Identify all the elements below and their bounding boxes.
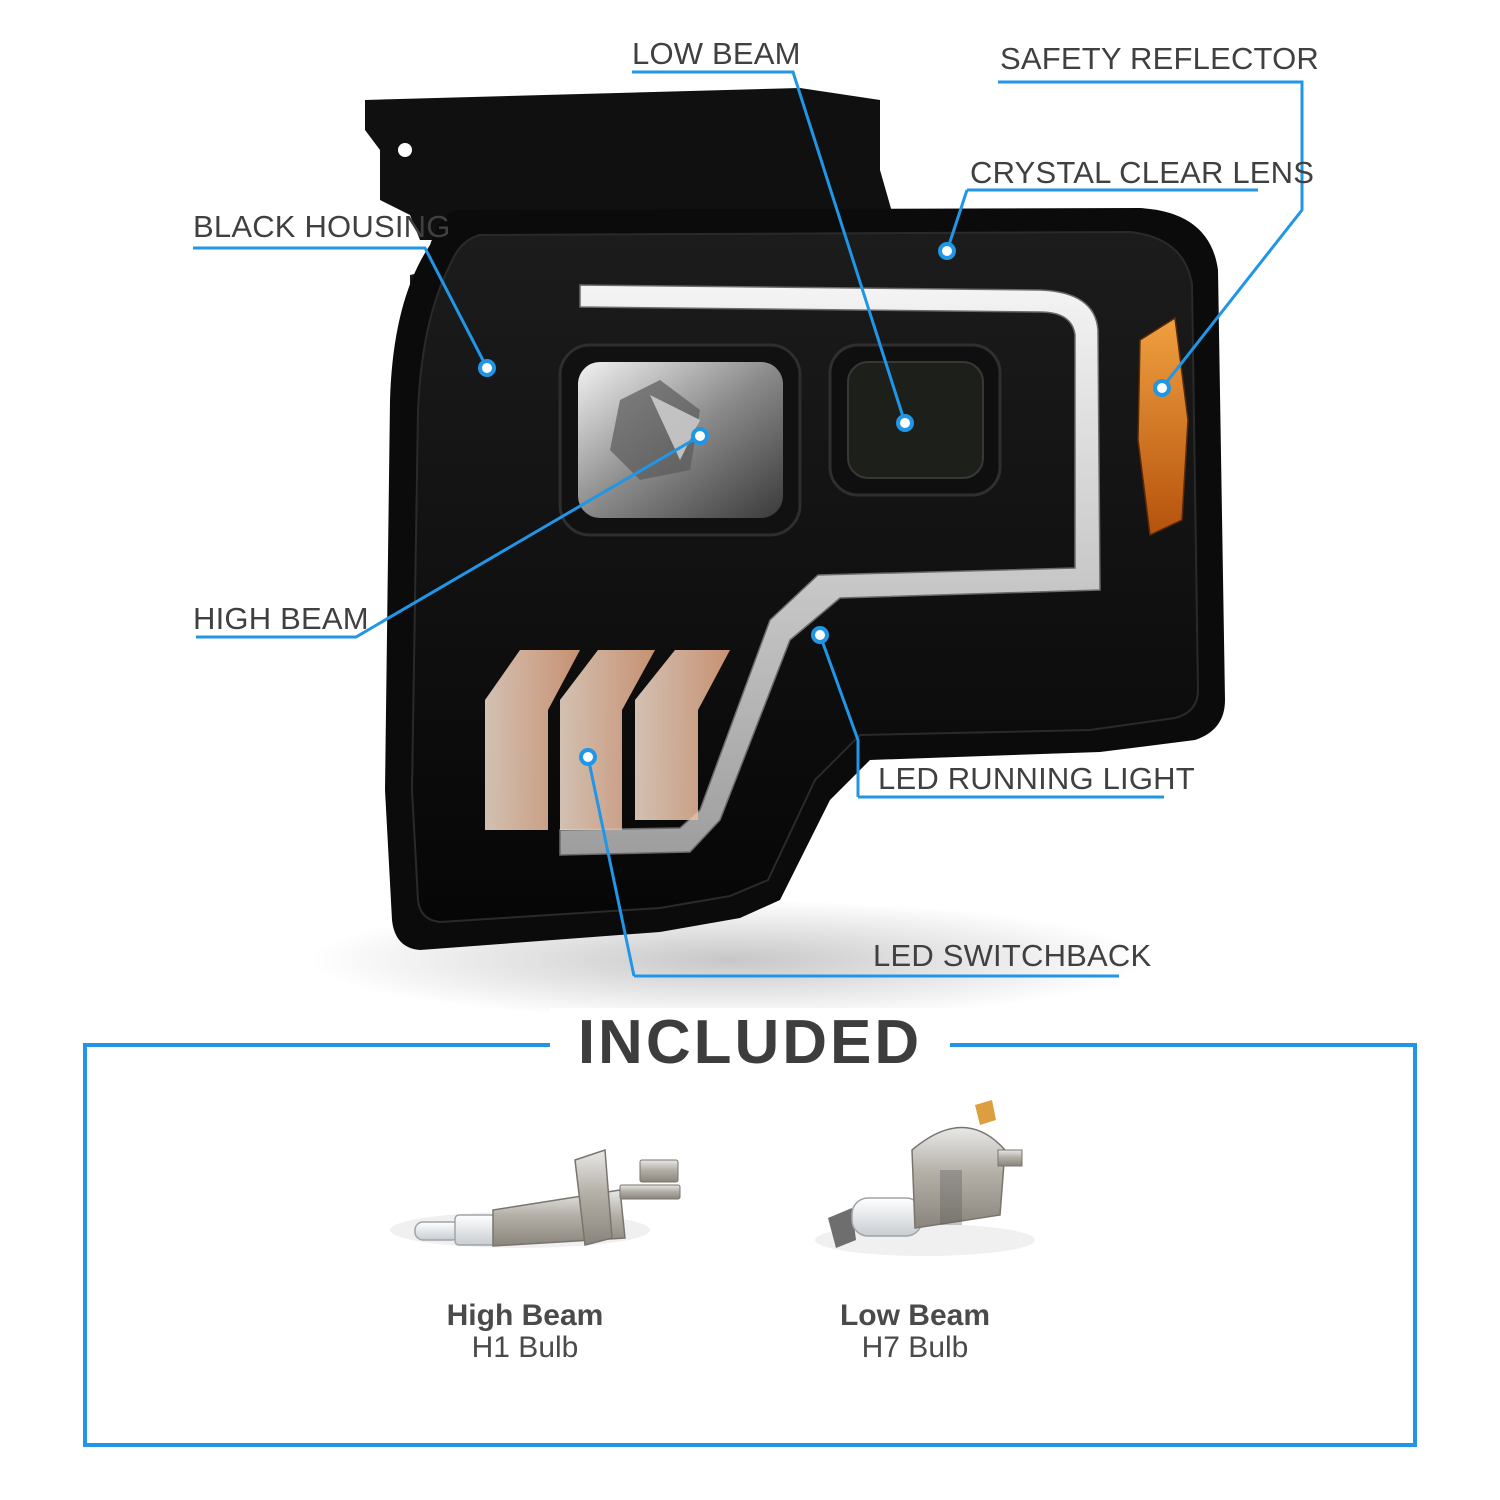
h7-bulb-icon xyxy=(815,1100,1035,1256)
black-housing-label: BLACK HOUSING xyxy=(193,209,451,244)
led-running-light-label: LED RUNNING LIGHT xyxy=(878,761,1195,796)
high-beam-label: HIGH BEAM xyxy=(193,601,369,636)
bulb-type: H1 Bulb xyxy=(471,1330,579,1364)
low-beam-label: LOW BEAM xyxy=(632,36,801,71)
low-beam-bulb-caption: Low Beam H7 Bulb xyxy=(785,1300,1045,1363)
high-beam-bulb-caption: High Beam H1 Bulb xyxy=(395,1300,655,1363)
h1-bulb-icon xyxy=(390,1148,681,1248)
crystal-clear-lens-label: CRYSTAL CLEAR LENS xyxy=(970,155,1315,190)
bulb-name: Low Beam xyxy=(839,1299,991,1332)
led-switchback-label: LED SWITCHBACK xyxy=(873,938,1152,973)
bulb-type: H7 Bulb xyxy=(861,1330,969,1364)
safety-reflector-label: SAFETY REFLECTOR xyxy=(1000,41,1320,76)
included-title: INCLUDED xyxy=(550,1008,950,1078)
bulb-name: High Beam xyxy=(446,1299,604,1332)
